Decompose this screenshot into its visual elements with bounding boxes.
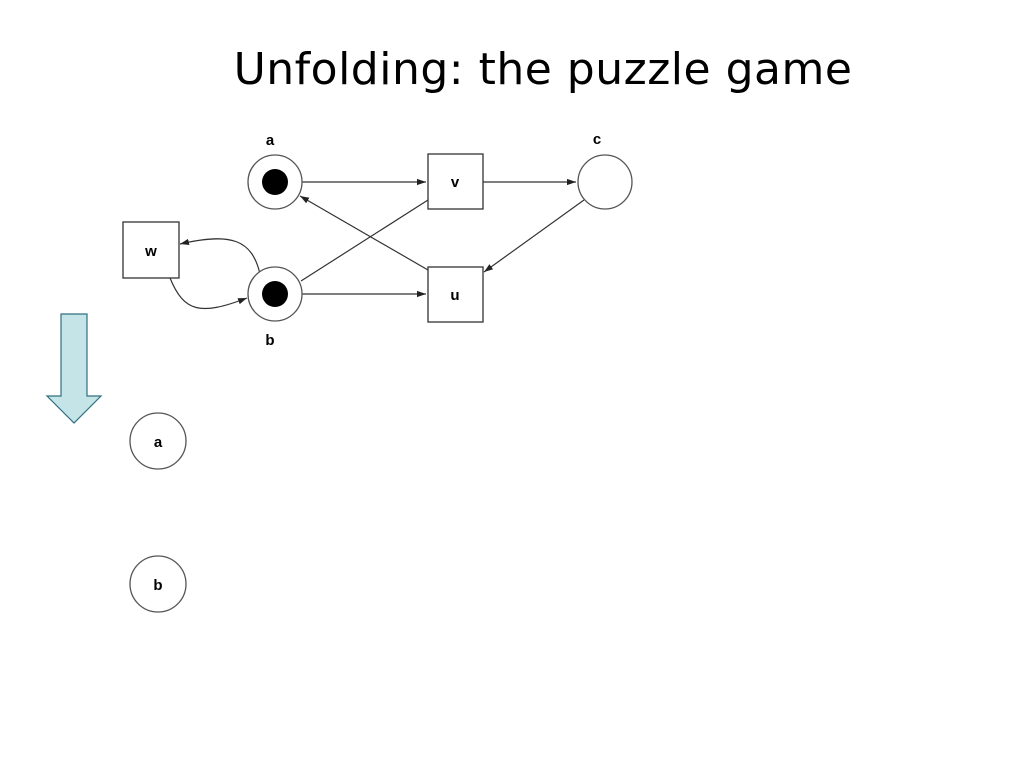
transition-w: w (122, 221, 180, 279)
token-b (262, 281, 288, 307)
arc-b-to-w (179, 238, 261, 275)
transition-v: v (427, 153, 484, 210)
unfolding-condition-a-label: a (154, 434, 163, 451)
token-a (262, 169, 288, 195)
place-c: c (577, 131, 633, 210)
place-b-label: b (265, 332, 274, 349)
transition-v-label: v (451, 174, 460, 191)
arc-w-to-b (169, 277, 248, 310)
place-b: b (247, 266, 303, 349)
unfolding-condition-b: b (129, 555, 187, 613)
transition-w-label: w (144, 243, 157, 260)
place-c-label: c (593, 131, 601, 148)
transition-u: u (427, 266, 484, 323)
place-a: a (247, 132, 303, 210)
transition-u-label: u (450, 287, 459, 304)
unfolding-condition-b-label: b (153, 577, 162, 594)
slide-title: Unfolding: the puzzle game (233, 44, 853, 95)
arc-u-to-a (299, 195, 429, 271)
arc-b-to-v (300, 199, 429, 282)
arc-c-to-u (483, 199, 585, 273)
unfolding-condition-a: a (129, 412, 187, 470)
place-a-label: a (266, 132, 275, 149)
down-arrow-icon (45, 313, 103, 424)
